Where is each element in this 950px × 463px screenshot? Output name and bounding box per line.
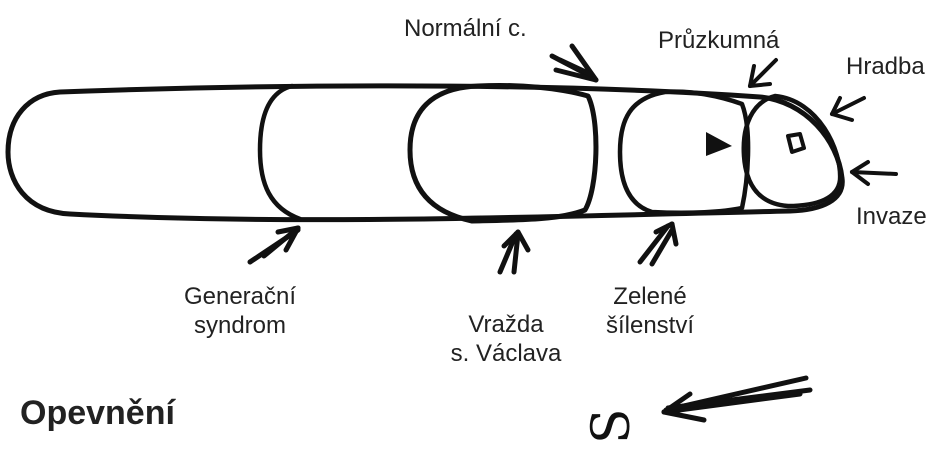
arrow-zelene	[637, 221, 679, 267]
label-normalni: Normální c.	[404, 15, 527, 42]
arrow-invaze	[850, 160, 898, 186]
label-vrazda-line1: Vražda	[468, 311, 544, 338]
segment-zelene	[617, 89, 751, 216]
arrow-vrazda	[497, 229, 531, 275]
segment-normalni	[407, 82, 599, 224]
triangle-arrow-icon	[706, 132, 732, 156]
label-vrazda: Vražda s. Václava	[436, 310, 576, 368]
arrow-generacni	[247, 225, 301, 265]
compass-arrow	[661, 375, 813, 423]
label-generacni: Generační syndrom	[170, 282, 310, 340]
diamond-icon	[786, 132, 806, 154]
label-pruzkumna: Průzkumná	[658, 27, 780, 54]
label-invaze: Invaze	[856, 203, 927, 230]
label-generacni-line1: Generační	[183, 283, 297, 310]
label-zelene: Zelené šílenství	[590, 282, 710, 340]
label-vrazda-line2: s. Václava	[450, 340, 562, 367]
label-hradba: Hradba	[846, 53, 925, 80]
arrow-pruzkumna	[748, 58, 778, 88]
label-zelene-line2: šílenství	[605, 312, 695, 339]
segment-core	[741, 93, 843, 209]
direction-letter: S	[582, 408, 642, 444]
arrow-normalni	[549, 43, 599, 83]
arrow-hradba	[830, 96, 866, 122]
label-generacni-line2: syndrom	[193, 312, 287, 339]
segment-generacni	[257, 83, 303, 222]
diagram-title: Opevnění	[20, 394, 175, 432]
label-zelene-line1: Zelené	[613, 283, 687, 310]
